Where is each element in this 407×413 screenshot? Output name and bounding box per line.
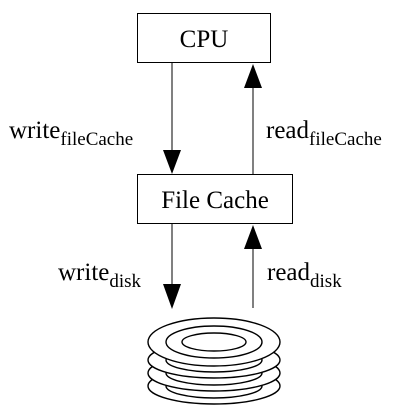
arrowhead-down-icon [163, 150, 181, 174]
read-file-cache-base: read [266, 117, 310, 144]
write-file-cache-label: writefileCache [9, 117, 133, 150]
read-disk-base: read [267, 259, 311, 286]
cpu-box [137, 13, 271, 63]
arrowhead-up-icon [244, 64, 262, 88]
read-file-cache-label: readfileCache [266, 117, 382, 150]
write-disk-arrow [163, 224, 181, 309]
write-file-cache-base: write [9, 117, 60, 144]
write-disk-base: write [58, 259, 109, 286]
read-disk-sub: disk [310, 271, 342, 292]
read-file-cache-sub: fileCache [309, 129, 382, 150]
file-cache-box [137, 174, 293, 224]
read-file-cache-arrow [244, 64, 262, 174]
write-disk-label: writedisk [58, 259, 142, 292]
cpu-label: CPU [180, 26, 229, 53]
write-file-cache-arrow [163, 63, 181, 174]
disk-platter [147, 317, 281, 367]
file-cache-node: File Cache [137, 174, 293, 224]
read-disk-label: readdisk [267, 259, 342, 292]
read-disk-arrow [244, 225, 262, 308]
write-file-cache-sub: fileCache [60, 129, 133, 150]
cpu-node: CPU [137, 13, 271, 63]
write-disk-sub: disk [109, 271, 141, 292]
arrowhead-up-icon [244, 225, 262, 249]
file-cache-label: File Cache [161, 187, 269, 214]
arrowhead-down-icon [163, 284, 181, 309]
disk-stack-icon [147, 317, 281, 405]
